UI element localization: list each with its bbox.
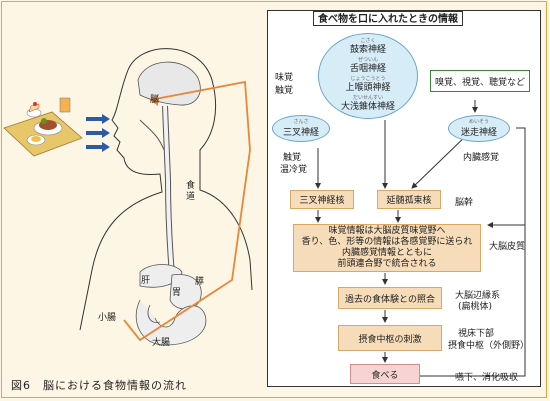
glossopharyngeal-label: 舌咽神経 xyxy=(349,64,386,74)
greater-petrosal-label: 大浅錐体神経 xyxy=(340,102,395,112)
cranial-nerves-ellipse: こさく 鼓索神経 ぜついん 舌咽神経 じょうこうとう 上喉頭神経 だいせんすい … xyxy=(318,33,418,119)
cerebral-cortex-label: 大脳皮質 xyxy=(489,242,526,252)
small-intestine-label: 小腸 xyxy=(98,313,117,323)
pancreas-label: 膵 xyxy=(195,277,205,287)
large-intestine-label: 大腸 xyxy=(152,338,171,348)
senses-box: 嗅覚、視覚、聴覚など xyxy=(430,70,530,92)
lateral-area-label: 摂食中枢（外側野） xyxy=(448,341,530,351)
amygdala-label: (扁桃体) xyxy=(458,302,493,312)
hypothalamus-label: 視床下部 xyxy=(458,329,495,339)
chorda-tympani-label: 鼓索神経 xyxy=(349,45,386,55)
cortex-integration-box: 味覚情報は大脳皮質味覚野へ 香り、色、形等の情報は各感覚野に送られ 内臓感覚情報… xyxy=(293,224,481,272)
trigeminal-nucleus-box: 三叉神経核 xyxy=(290,190,354,209)
feeding-center-box: 摂食中枢の刺激 xyxy=(338,325,442,351)
taste-label: 味覚 xyxy=(275,73,294,83)
panel-title: 食べ物を口に入れたときの情報 xyxy=(313,11,463,26)
swallow-digest-label: 嚥下、消化吸収 xyxy=(455,373,519,383)
anatomy-illustration xyxy=(3,48,253,346)
body-outline xyxy=(79,48,253,331)
trigeminal-thermal-label: 温冷覚 xyxy=(280,165,308,175)
vagus-label: 迷走神経 xyxy=(460,128,497,138)
figure-caption: 図6 脳における食物情報の流れ xyxy=(11,379,187,392)
trigeminal-touch-label: 触覚 xyxy=(283,153,302,163)
signal-loop-line xyxy=(123,80,251,342)
food-to-mouth-arrows xyxy=(86,114,110,152)
esophagus-label: 食道 xyxy=(184,180,194,202)
vagus-ellipse: めいそう 迷走神経 xyxy=(448,115,510,142)
brainstem-label: 脳幹 xyxy=(455,198,474,208)
brain-label: 脳 xyxy=(150,95,160,105)
eat-box: 食べる xyxy=(350,364,420,384)
memory-box: 過去の食体験との照合 xyxy=(338,287,442,309)
trigeminal-ellipse: さんさ 三叉神経 xyxy=(272,115,330,142)
solitary-nucleus-box: 延髄孤束核 xyxy=(377,190,441,209)
superior-laryngeal-label: 上喉頭神経 xyxy=(345,83,391,93)
food-tray-illustration xyxy=(3,97,83,157)
trigeminal-label: 三叉神経 xyxy=(282,128,319,138)
intestine-shape xyxy=(135,299,207,346)
visceral-sense-label: 内臓感覚 xyxy=(463,153,500,163)
stomach-label: 胃 xyxy=(172,288,182,298)
limbic-label: 大脳辺縁系 xyxy=(455,291,501,301)
touch-label: 触覚 xyxy=(275,86,294,96)
liver-label: 肝 xyxy=(141,276,151,286)
